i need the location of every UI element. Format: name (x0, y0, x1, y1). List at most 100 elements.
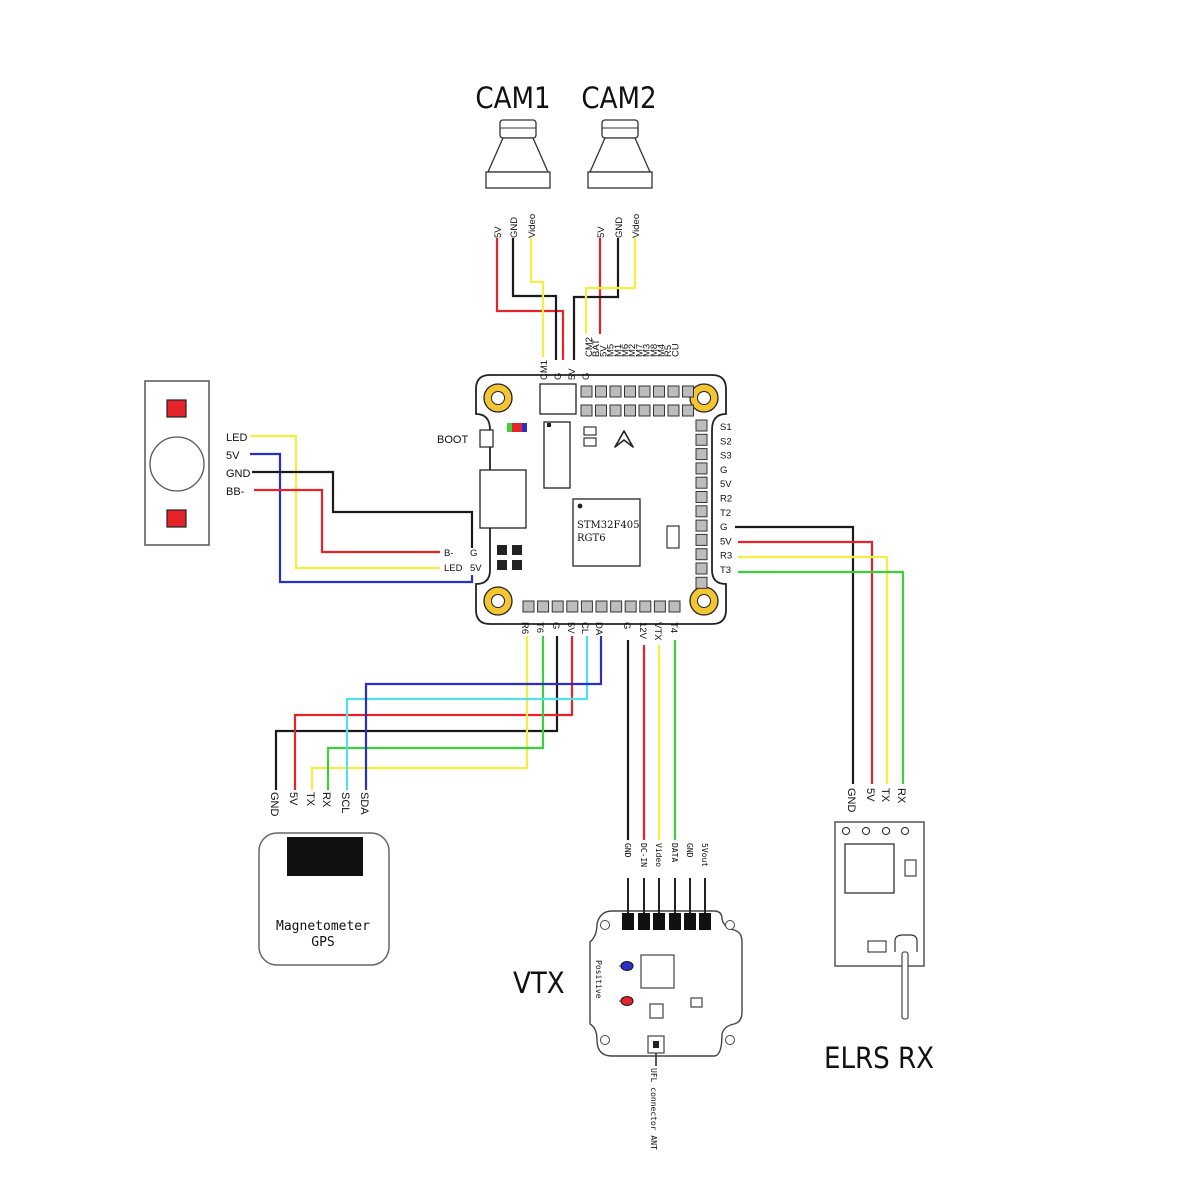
vtx-pin-header (622, 878, 711, 930)
wire-cam1-gnd (511, 238, 558, 360)
fc-pad (653, 404, 665, 417)
vtx-title: VTX (513, 966, 565, 1000)
fc-pad (667, 404, 680, 417)
fc-bottom-pin-label: R6 (519, 622, 530, 634)
vtx-module: VTX Positive UFL connector ANT (513, 910, 743, 1150)
wire-cam1-5v (495, 238, 565, 360)
vtx-header-pad (684, 913, 696, 930)
fc-pad (695, 562, 708, 575)
fc-pad (682, 385, 694, 398)
fc-pad (580, 385, 593, 398)
gps-pin-label: TX (304, 792, 316, 807)
fc-top-pin-label: 5V (567, 368, 578, 380)
fc-side-pin-label: 5V (470, 563, 482, 574)
wire-gps-rx (326, 636, 545, 790)
fc-pad (682, 404, 694, 417)
fc-pad (551, 600, 564, 613)
fc-pad (695, 491, 708, 503)
led-module-pin-label: BB- (226, 486, 245, 498)
cam1-pin-label: Video (527, 214, 538, 238)
elrs-antenna (901, 951, 909, 1020)
elrs-pin-label: RX (895, 788, 907, 804)
fc-pad (609, 385, 622, 398)
wire-led-gnd (252, 470, 474, 548)
fc-top-pin-label: M3 (642, 344, 653, 357)
vtx-pin-label: DATA (670, 843, 679, 862)
fc-right-pin-label: 5V (720, 479, 732, 490)
fc-pad (522, 600, 535, 613)
fc-top-pin-label: M6 (620, 344, 631, 357)
mcu-label-line1: STM32F405 (577, 520, 640, 531)
cam2-pin-label: 5V (596, 226, 607, 238)
flight-controller: STM32F405 RGT6 BOOT (437, 374, 727, 625)
fc-top-pin-label: M2 (627, 344, 638, 357)
fc-pad (566, 600, 579, 613)
cam1-title: CAM1 (475, 81, 550, 115)
wire-cam1-video (529, 238, 545, 357)
vtx-pin-label: 5Vout (700, 843, 709, 867)
fc-pad (595, 404, 607, 417)
mcu-label-line2: RGT6 (577, 533, 606, 544)
fc-bottom-pin-label: G (550, 622, 561, 629)
gps-pin-label: SDA (358, 792, 370, 815)
fc-pad (595, 600, 608, 613)
cam2-pin-label: GND (614, 217, 625, 238)
fc-top-pin-label: M7 (634, 344, 645, 357)
cam1-pin-label: 5V (493, 226, 504, 238)
boot-button (479, 429, 494, 448)
fc-top-pin-label: M8 (649, 344, 660, 357)
fc-top-pin-label: CM2 (584, 337, 595, 357)
fc-pad (580, 404, 593, 417)
fc-bottom-pin-label: 12V (637, 622, 648, 640)
wire-gps-scl (345, 636, 589, 790)
camera-1 (485, 119, 551, 189)
fc-top-pin-label: CM1 (539, 360, 550, 380)
vtx-positive-label: Positive (594, 960, 603, 999)
fc-pad (695, 448, 708, 461)
fc-bottom-pin-label: VTX (652, 622, 663, 641)
vtx-pin-label: GND (685, 843, 694, 858)
fc-top-pin-label: M5 (606, 344, 617, 357)
wire-cam2-video (584, 238, 637, 334)
gps-pin-label: 5V (287, 792, 299, 806)
fc-side-pin-label: B- (444, 548, 454, 559)
fc-pad (695, 505, 708, 518)
fc-pad (695, 576, 708, 589)
cam2-pin-label: Video (631, 214, 642, 238)
led-module-pin-label: 5V (226, 450, 240, 462)
fc-pad (638, 385, 651, 398)
vtx-header-pad (699, 913, 711, 930)
vtx-header-pad (653, 913, 665, 930)
fc-top-pin-label: CU (670, 343, 681, 357)
camera-pin-labels: 5V GND Video 5V GND Video (493, 214, 642, 238)
wire-elrs-tx (738, 555, 889, 784)
elrs-title: ELRS RX (824, 1041, 934, 1075)
fc-pad (580, 600, 593, 613)
fc-solder-pads (522, 385, 708, 613)
fc-bottom-pin-label: T6 (534, 622, 545, 633)
fc-bottom-pin-label: 5V (565, 622, 576, 634)
led-module-pin-label: LED (226, 432, 247, 444)
wire-cam2-gnd (572, 238, 620, 360)
fc-top-pin-label: R5 (663, 345, 674, 357)
cam1-pin-label: GND (509, 217, 520, 238)
fc-pad (695, 548, 708, 561)
cam2-title: CAM2 (581, 81, 656, 115)
fc-pad (653, 600, 666, 613)
fc-pad (695, 433, 708, 446)
fc-pad (537, 600, 550, 613)
wire-elrs-5v (738, 540, 874, 784)
wire-elrs-rx (738, 570, 905, 784)
vtx-header-pad (622, 913, 634, 930)
fc-pad (595, 385, 607, 398)
elrs-pin-label: GND (845, 788, 857, 813)
gps-pin-label: RX (320, 792, 332, 808)
vtx-header-pad (638, 913, 650, 930)
led-buzzer-module (144, 380, 210, 546)
fc-top-pin-label: BAT (591, 339, 602, 357)
gps-label-line1: Magnetometer (276, 919, 370, 934)
gps-pin-label: GND (268, 792, 280, 817)
